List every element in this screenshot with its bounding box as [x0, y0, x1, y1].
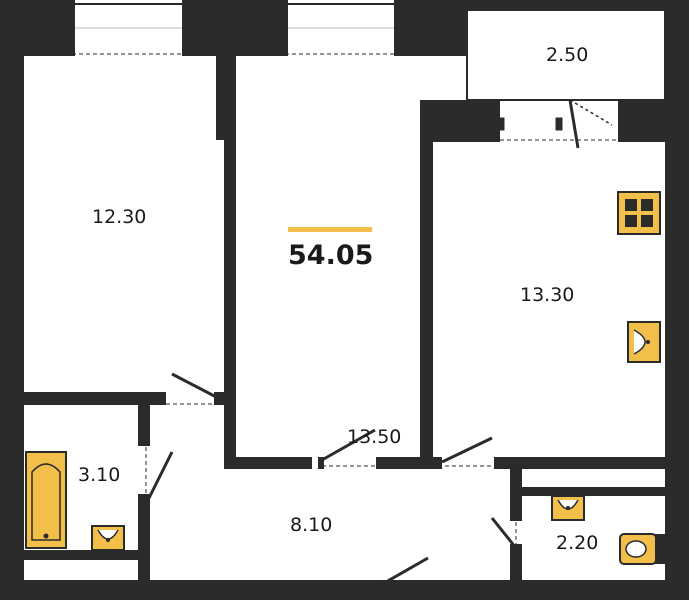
balcony-outline	[466, 9, 666, 101]
door-jambs	[138, 392, 522, 600]
room-area-bedroom: 12.30	[92, 206, 147, 228]
stove-icon	[617, 191, 661, 235]
room-area-balcony: 2.50	[546, 44, 589, 66]
room-area-toilet: 2.20	[556, 532, 599, 554]
windows	[72, 3, 397, 55]
toilet-icon	[619, 533, 666, 565]
room-area-living-room: 13.50	[347, 426, 402, 448]
bathroom-sink-icon	[91, 525, 125, 551]
doors	[145, 372, 518, 599]
balcony-door	[497, 99, 618, 149]
window-frames	[70, 0, 399, 56]
bathtub-icon	[25, 451, 67, 549]
total-area: 54.05	[288, 240, 374, 271]
toilet-sink-icon	[551, 495, 585, 521]
kitchen-sink-icon	[627, 321, 661, 363]
room-area-bathroom: 3.10	[78, 464, 121, 486]
room-area-hallway: 8.10	[290, 514, 333, 536]
room-area-kitchen: 13.30	[520, 284, 575, 306]
accent-bar	[288, 227, 372, 232]
